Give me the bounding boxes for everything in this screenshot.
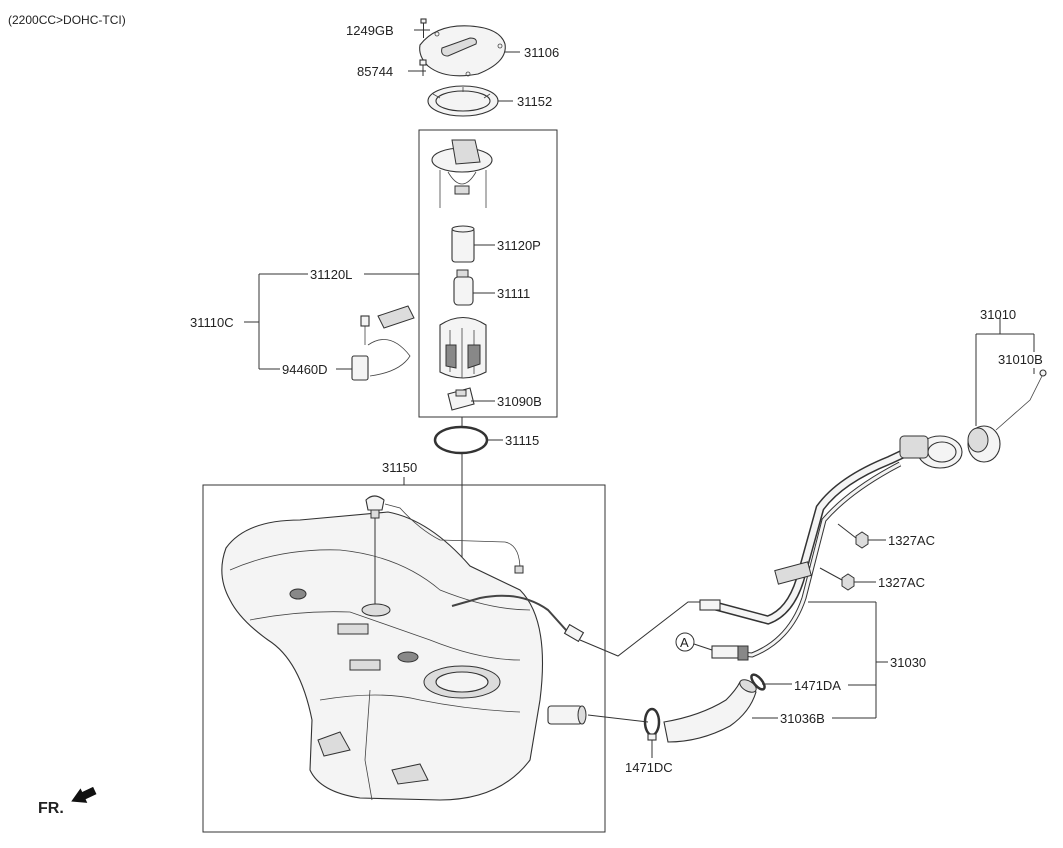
label-31110c: 31110C (190, 315, 234, 330)
fuel-cap-31010 (967, 369, 1047, 463)
label-31090b: 31090B (497, 394, 542, 409)
vapor-line (451, 594, 579, 641)
filler-hose-31036b (663, 679, 757, 743)
clamp-1471dc (643, 707, 661, 741)
filler-neck-stub (547, 705, 587, 725)
label-1471da: 1471DA (794, 678, 841, 693)
bolt-85744 (419, 59, 427, 76)
reference-marker-a: A (675, 632, 713, 652)
label-85744: 85744 (357, 64, 393, 79)
fuel-pump-31111 (453, 269, 474, 306)
label-31120l: 31120L (310, 267, 352, 282)
label-1471dc: 1471DC (625, 760, 673, 775)
nut-1327ac-lower (841, 573, 855, 591)
cover-plate (419, 25, 506, 77)
label-31152: 31152 (517, 94, 552, 109)
label-1327ac-upper: 1327AC (888, 533, 935, 548)
filler-neck-31030 (699, 435, 963, 661)
label-1249gb: 1249GB (346, 23, 394, 38)
fuel-tank (221, 511, 544, 801)
engine-note: (2200CC>DOHC-TCI) (8, 13, 126, 27)
bolt-1249gb (420, 18, 427, 38)
label-31030: 31030 (890, 655, 926, 670)
label-1327ac-lower: 1327AC (878, 575, 925, 590)
retainer-ring (427, 85, 499, 117)
front-direction-indicator: FR. (38, 786, 97, 817)
label-31111: 31111 (497, 286, 530, 301)
nut-1327ac-upper (855, 531, 869, 549)
strainer-31120p (451, 225, 475, 263)
marker-a-label: A (680, 635, 689, 650)
label-31106: 31106 (524, 45, 559, 60)
pump-flange (431, 139, 493, 208)
label-31120p: 31120P (497, 238, 541, 253)
label-31150: 31150 (382, 460, 417, 475)
clamp-1471da (750, 673, 766, 691)
reservoir-cup (439, 316, 487, 379)
label-31036b: 31036B (780, 711, 825, 726)
label-94460d: 94460D (282, 362, 328, 377)
front-label: FR. (38, 800, 64, 817)
o-ring-31115 (433, 425, 489, 455)
fuel-tank-box (202, 484, 606, 833)
filter-31090b (447, 387, 475, 411)
label-31010b: 31010B (998, 352, 1043, 367)
label-31010: 31010 (980, 307, 1016, 322)
label-31115: 31115 (505, 433, 539, 448)
rollover-valve (365, 495, 524, 604)
front-arrow-icon (71, 786, 97, 803)
sender-94460d (351, 305, 415, 381)
